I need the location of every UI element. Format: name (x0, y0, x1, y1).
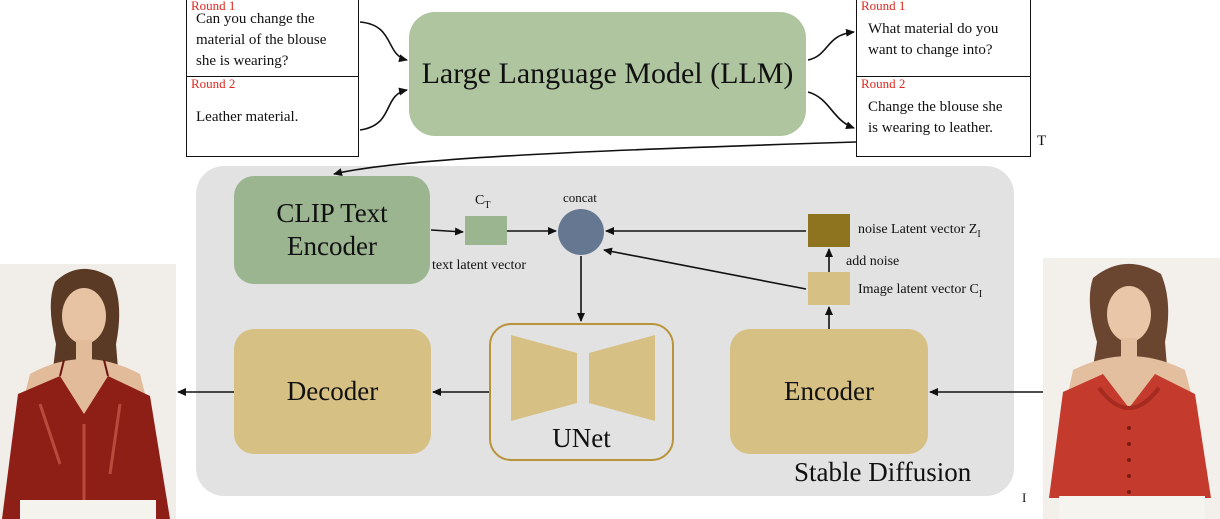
llm-label: Large Language Model (LLM) (421, 57, 794, 90)
decoder-label: Decoder (286, 376, 379, 406)
unet-label: UNet (552, 423, 611, 453)
round-tag: Round 1 (861, 0, 906, 13)
input-image-original-blouse (1043, 258, 1220, 519)
concat-node (558, 209, 604, 255)
round-tag: Round 2 (191, 76, 236, 91)
unet-shape-icon (511, 335, 655, 421)
round-tag: Round 2 (861, 76, 906, 91)
add-noise-label: add noise (846, 254, 900, 269)
noise-latent-square (808, 214, 850, 247)
text-latent-square (465, 216, 507, 245)
clip-text-encoder: CLIP Text Encoder (234, 176, 430, 284)
ct-label: CT (475, 193, 491, 211)
user-dialog-round2: Round 2 Leather material. (186, 76, 359, 157)
decoder-block: Decoder (234, 329, 431, 454)
t-label: T (1037, 133, 1047, 149)
concat-label: concat (563, 190, 597, 205)
clip-label-line1: CLIP Text (276, 198, 388, 228)
image-latent-square (808, 272, 850, 305)
i-label: I (1022, 490, 1027, 505)
llm-dialog-round2: Round 2 Change the blouse she is wearing… (856, 76, 1031, 157)
unet-block: UNet (489, 323, 674, 461)
output-image-leather-blouse (0, 264, 176, 519)
text-latent-label: text latent vector (432, 258, 527, 273)
llm-message-round1: What material do you want to change into… (868, 21, 999, 58)
noise-latent-label: noise Latent vector ZI (858, 222, 981, 240)
encoder-block: Encoder (730, 329, 928, 454)
llm-dialog-round1: Round 1 What material do you want to cha… (856, 0, 1031, 77)
image-latent-label: Image latent vector CI (858, 282, 983, 300)
round-tag: Round 1 (191, 0, 236, 13)
clip-label-line2: Encoder (287, 231, 377, 261)
user-message-round1: Can you change the material of the blous… (196, 11, 327, 69)
user-dialog-round1: Round 1 Can you change the material of t… (186, 0, 359, 77)
stable-diffusion-label: Stable Diffusion (794, 457, 972, 487)
user-message-round2: Leather material. (196, 109, 299, 125)
encoder-label: Encoder (784, 376, 874, 406)
llm-block: Large Language Model (LLM) (409, 12, 806, 136)
llm-message-round2: Change the blouse she is wearing to leat… (868, 99, 1003, 136)
